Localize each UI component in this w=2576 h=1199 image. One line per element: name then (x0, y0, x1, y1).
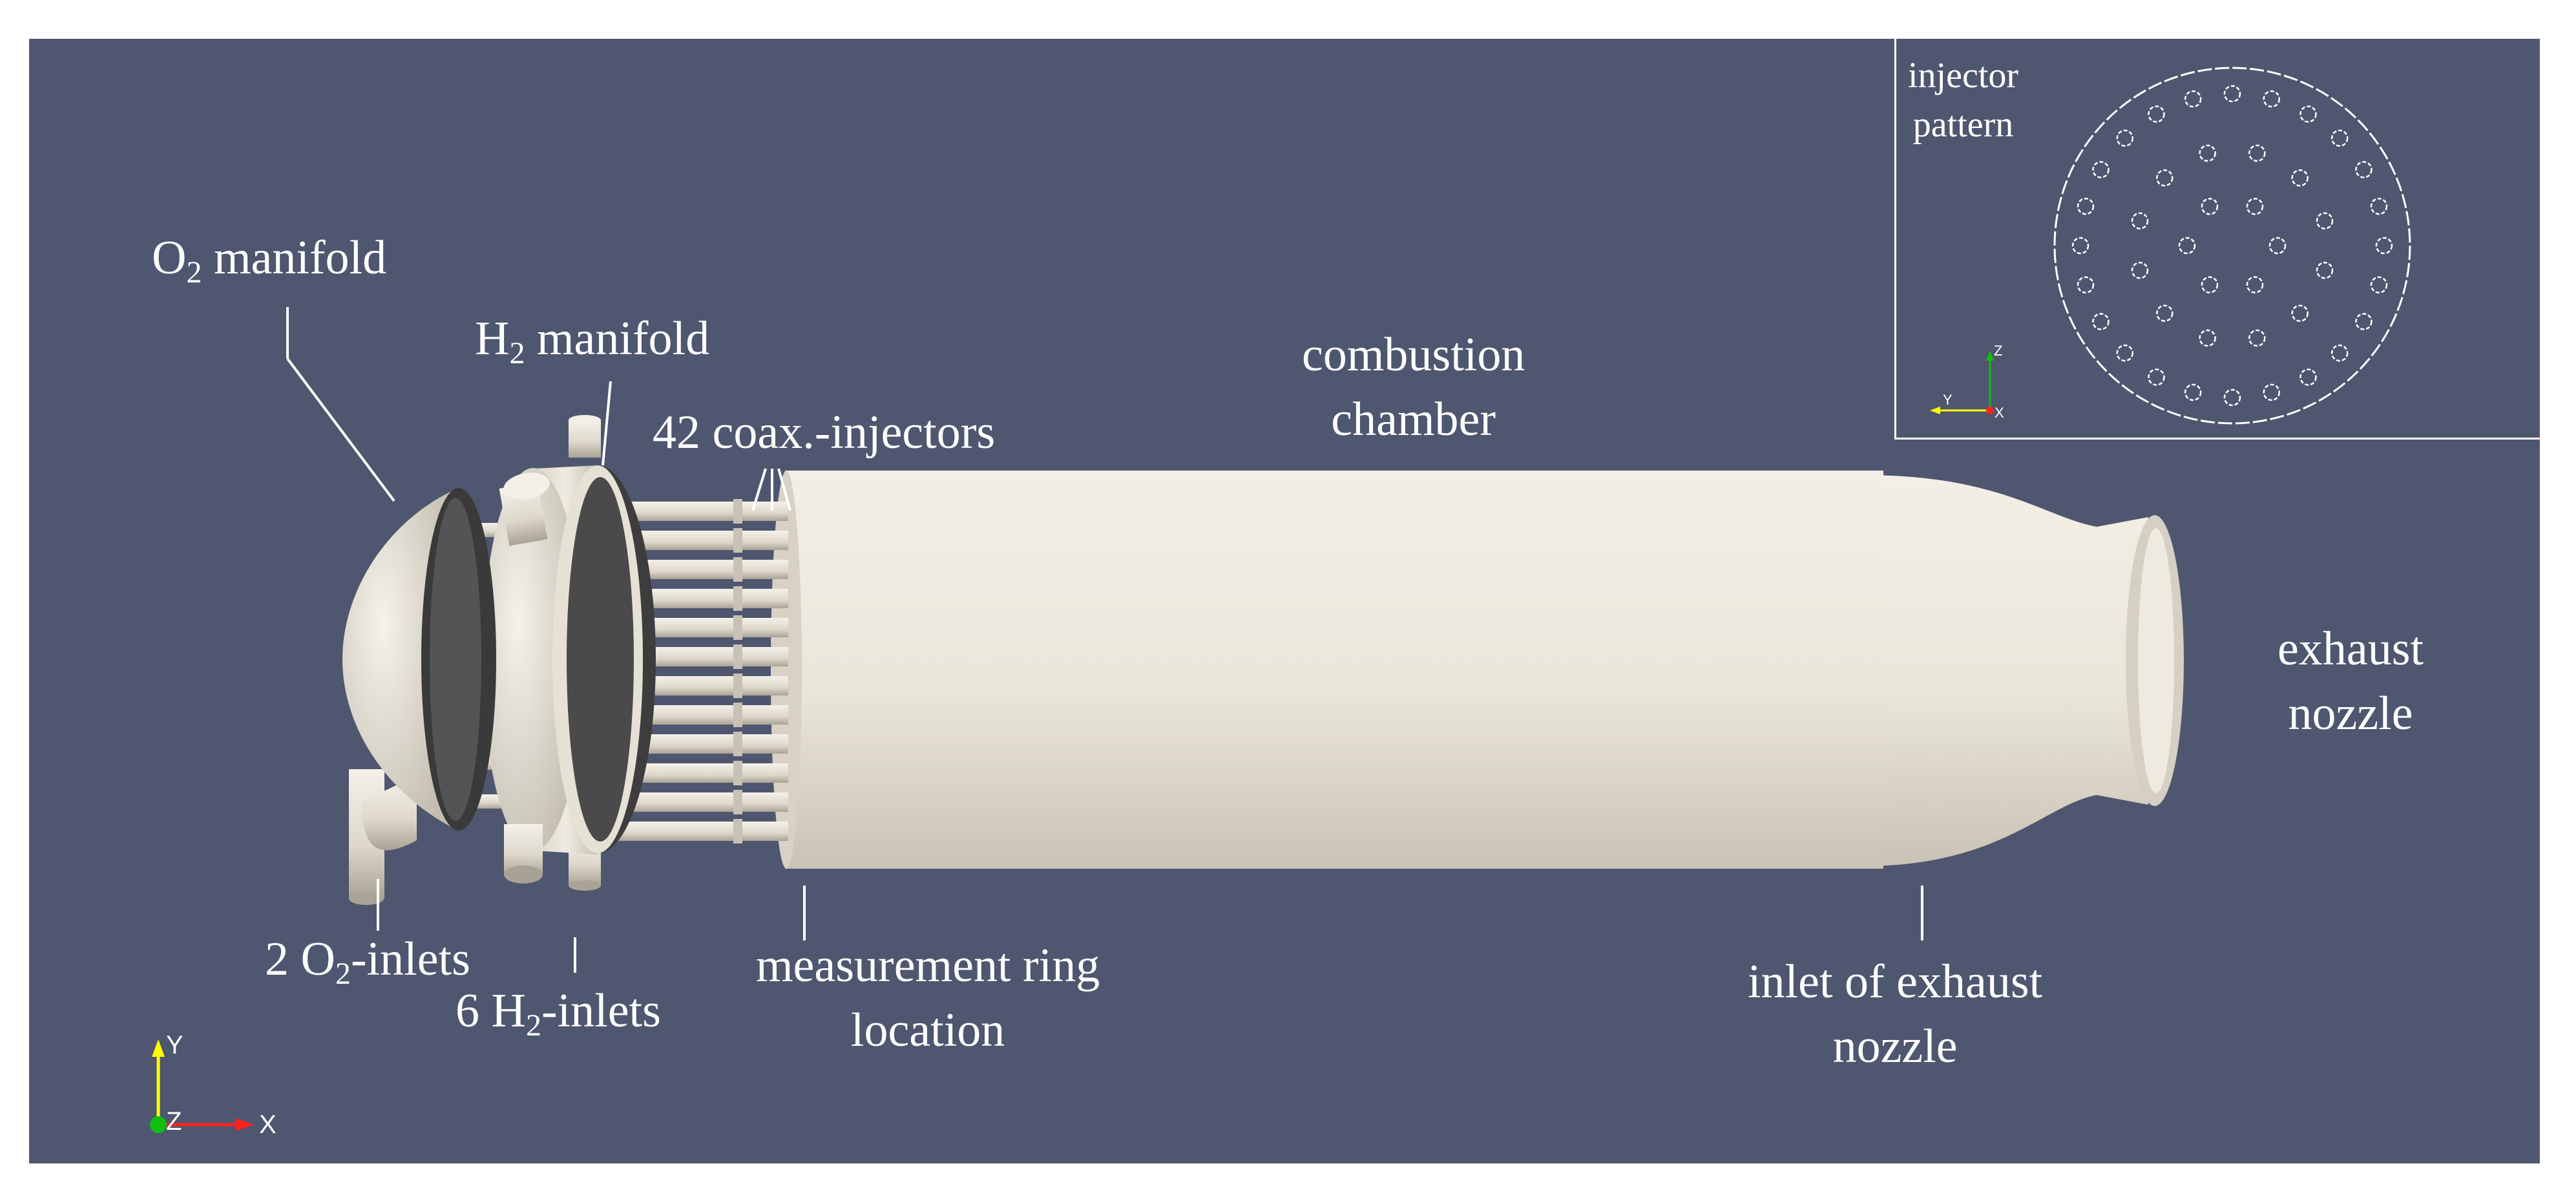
axis-x-arrow (236, 1118, 254, 1131)
injector-dot (2201, 198, 2219, 215)
combustion-chamber-body (771, 471, 1883, 869)
injector-dot (2156, 304, 2173, 322)
injector-dot (2184, 90, 2202, 108)
inset-axis-z-arrow (1986, 350, 1994, 361)
injector-dot (2116, 344, 2134, 362)
injector-dot (2330, 129, 2349, 147)
injector-dot (2184, 383, 2202, 401)
injector-dot (2148, 368, 2165, 386)
injector-dot (2370, 197, 2388, 215)
injector-dot (2330, 344, 2349, 362)
injector-collar (733, 644, 742, 669)
injector-collar (733, 703, 742, 727)
render-viewport: O2 manifold H2 manifold 42 coax.-injecto… (29, 39, 2540, 1163)
combustor-model (150, 307, 2184, 1133)
axis-z-dot (150, 1116, 167, 1133)
leader-o2-manifold-diagonal (286, 357, 395, 502)
injector-dot (2299, 368, 2317, 386)
injector-collar (733, 557, 742, 582)
label-h2-inlets: 6 H2-inlets (456, 984, 661, 1043)
injector-dot (2116, 129, 2134, 147)
label-o2-inlets: 2 O2-inlets (265, 933, 470, 991)
injector-dot (2268, 237, 2287, 255)
inset-axis-y-arrow (1930, 407, 1940, 414)
injector-collar (733, 586, 742, 611)
inset-axis-x-label: X (1995, 405, 2004, 421)
h2-manifold-body (483, 415, 656, 891)
inset-axes-triad (1930, 350, 1994, 414)
label-injectors: 42 coax.-injectors (653, 406, 996, 459)
injector-dot (2071, 237, 2089, 255)
injector-dot (2092, 161, 2110, 178)
injector-dot (2092, 313, 2110, 330)
injector-dot (2355, 161, 2372, 178)
injector-dot (2246, 198, 2264, 215)
axis-y-arrow (152, 1039, 165, 1057)
leader-lines (286, 307, 1923, 973)
injector-dot (2131, 262, 2149, 279)
injector-pattern-plot (1930, 67, 2411, 425)
leader-injector-1 (751, 468, 767, 511)
injector-dot (2223, 85, 2241, 103)
inset-axis-x-dot (1986, 407, 1994, 414)
axis-x-label: X (259, 1110, 277, 1139)
injector-dot (2370, 276, 2388, 294)
injector-collar (733, 761, 742, 785)
injector-dot (2246, 276, 2264, 293)
axes-triad (150, 1039, 254, 1133)
injector-collar (733, 732, 742, 756)
injector-dot (2178, 237, 2196, 255)
injector-dot (2131, 212, 2149, 229)
injector-dot (2223, 388, 2241, 407)
inset-axis-y-label: Y (1943, 392, 1953, 408)
injector-tube (601, 822, 788, 841)
injector-dot (2248, 329, 2266, 347)
inset-axis-z-label: Z (1994, 343, 2003, 359)
injector-dot (2199, 329, 2216, 347)
injector-dots (2071, 85, 2393, 407)
injector-collar (733, 528, 742, 553)
injector-dot (2156, 169, 2173, 187)
injector-dot (2199, 144, 2216, 162)
exhaust-nozzle (1864, 475, 2184, 866)
label-h2-manifold: H2 manifold (475, 312, 710, 370)
injector-dot (2316, 212, 2334, 229)
label-o2-manifold: O2 manifold (152, 231, 387, 290)
injector-dot (2291, 169, 2309, 187)
injector-collar (733, 674, 742, 698)
leader-h2-manifold (602, 381, 612, 466)
injector-dot (2201, 276, 2219, 293)
axis-z-label: Z (166, 1107, 182, 1136)
injector-collar (733, 499, 742, 524)
injector-collar (733, 615, 742, 640)
injector-dot (2077, 276, 2095, 294)
injector-dot (2263, 90, 2281, 108)
o2-manifold-body (342, 488, 496, 905)
injector-dot (2355, 313, 2372, 330)
injector-collar (733, 790, 742, 814)
injector-dot (2299, 105, 2317, 123)
injector-dot (2316, 262, 2334, 279)
leader-injector-3 (777, 468, 791, 511)
chamber-outline-circle (2053, 67, 2411, 425)
injector-dot (2263, 383, 2281, 401)
injector-collar (733, 819, 742, 844)
injector-dot (2375, 237, 2393, 255)
injector-dot (2148, 105, 2165, 123)
injector-dot (2077, 197, 2095, 215)
injector-dot (2248, 144, 2266, 162)
injector-dot (2291, 304, 2309, 322)
axis-y-label: Y (166, 1031, 183, 1059)
